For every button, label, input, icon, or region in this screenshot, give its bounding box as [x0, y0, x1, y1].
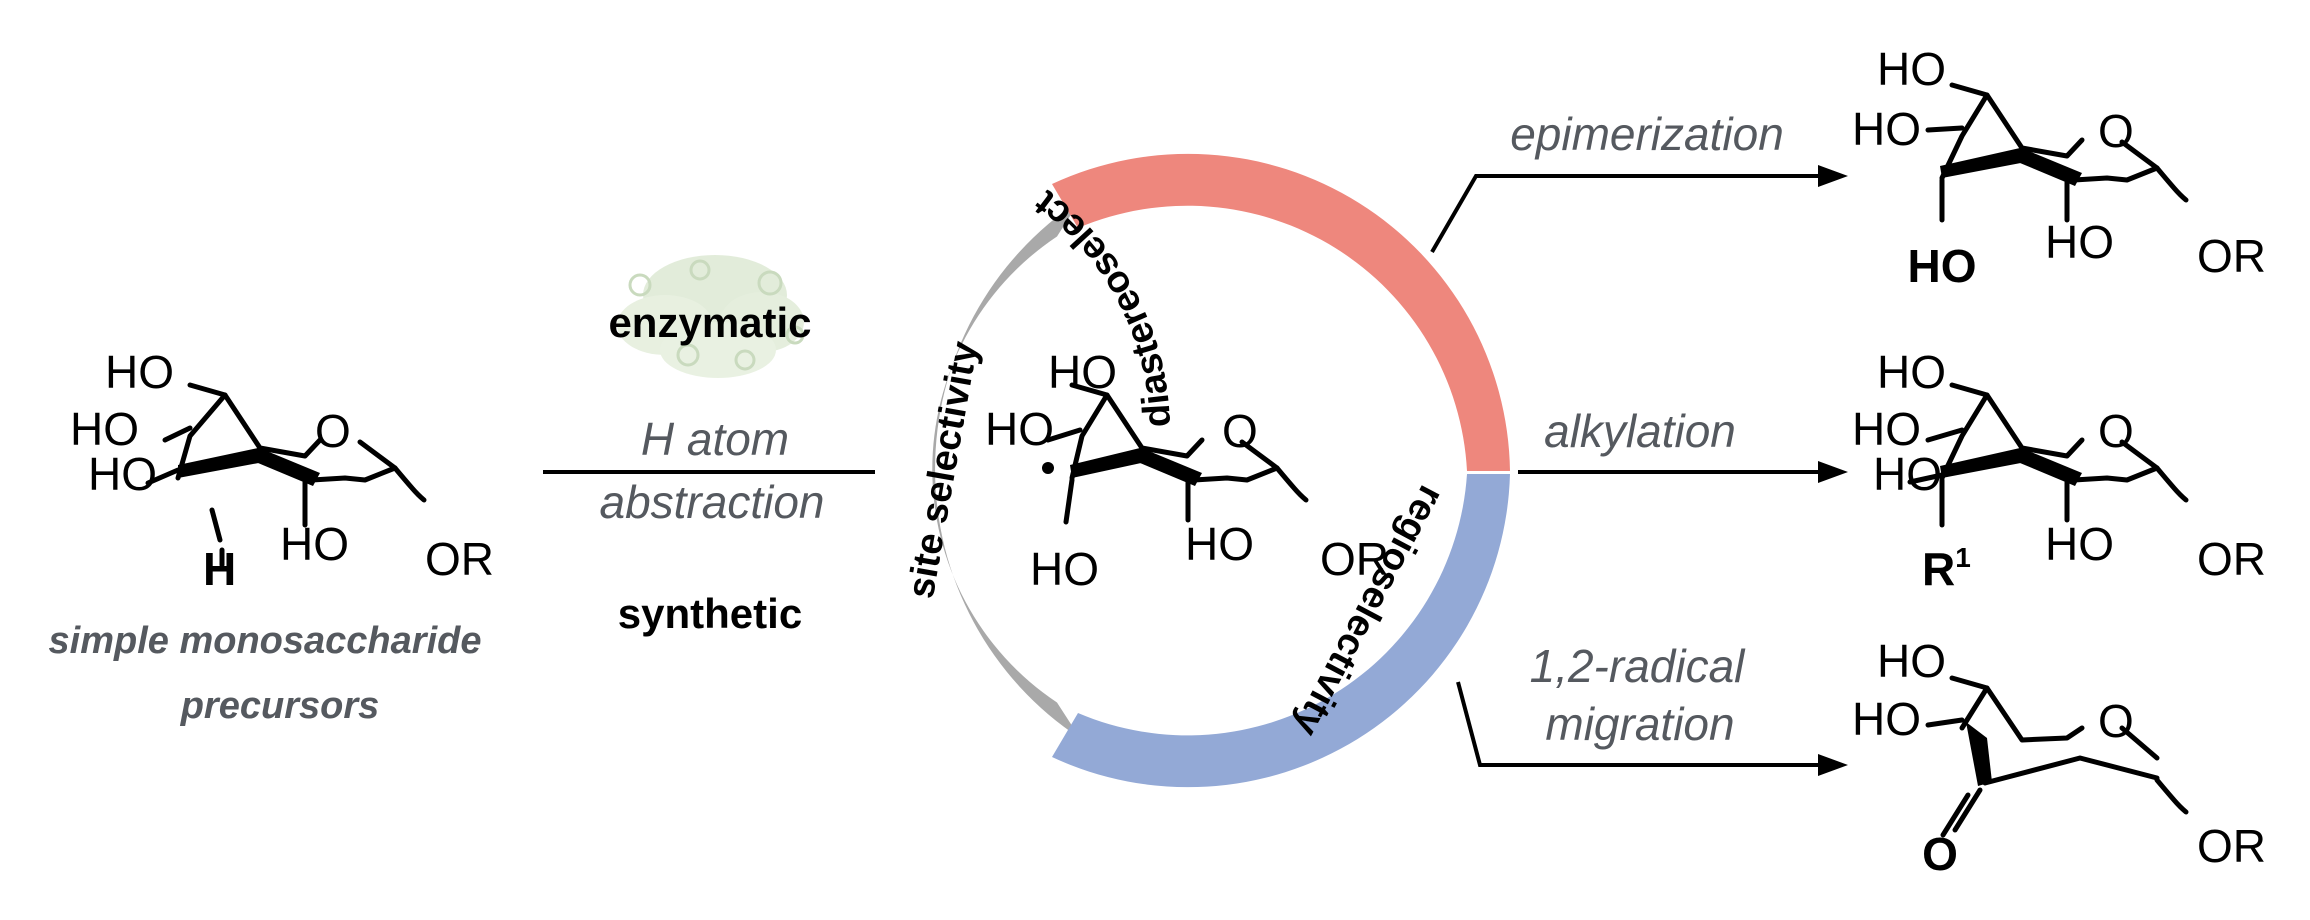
- left-ho-bottom: HO: [280, 518, 349, 570]
- ketone-ho-mid: HO: [1852, 693, 1921, 745]
- site-selectivity-label: site selectivity: [900, 338, 986, 601]
- synthetic-label: synthetic: [618, 590, 802, 637]
- left-ho-top: HO: [105, 346, 174, 398]
- caption-line-2: precursors: [180, 685, 380, 727]
- radical-dot: [1042, 462, 1054, 474]
- ketone-carbonyl-oxygen: O: [1922, 828, 1958, 880]
- alkyl-r-group: R1: [1922, 542, 1971, 595]
- outcome-arrows: [1430, 165, 1848, 776]
- left-ring-oxygen: O: [315, 405, 351, 457]
- left-hydrogen: H: [203, 543, 236, 595]
- alkylated-product: HO HO HO O R1 HO OR: [1852, 346, 2266, 595]
- left-or: OR: [425, 533, 494, 585]
- center-ho-mid: HO: [985, 403, 1054, 455]
- enzyme-illustration: [617, 255, 805, 378]
- caption-line-1: simple monosaccharide: [49, 620, 482, 662]
- regioselectivity-segment: [1052, 474, 1510, 788]
- epi-or: OR: [2197, 230, 2266, 282]
- left-ho-low: HO: [88, 448, 157, 500]
- ketone-ho-top: HO: [1877, 635, 1946, 687]
- diastereo-label: diastereoselectivity: [0, 0, 1179, 428]
- center-ho-top: HO: [1048, 346, 1117, 398]
- migration-label-line-2: migration: [1545, 698, 1734, 750]
- center-or: OR: [1320, 533, 1389, 585]
- ketone-ring-oxygen: O: [2098, 695, 2134, 747]
- alkyl-ring-oxygen: O: [2098, 405, 2134, 457]
- left-ho-mid: HO: [70, 403, 139, 455]
- center-radical: HO HO O HO HO OR: [985, 346, 1389, 595]
- alkylation-label: alkylation: [1544, 405, 1736, 457]
- alkyl-ho-low: HO: [1873, 448, 1942, 500]
- alkyl-or: OR: [2197, 533, 2266, 585]
- ketone-product: HO HO O O OR: [1852, 635, 2266, 880]
- starting-monosaccharide: HO HO HO O HO OR H: [70, 346, 494, 595]
- epi-ho-bottom: HO: [2045, 216, 2114, 268]
- enzymatic-label: enzymatic: [608, 299, 811, 346]
- epimer-product: HO HO O HO HO OR: [1852, 43, 2266, 292]
- epi-ho-top: HO: [1877, 43, 1946, 95]
- epi-ho-mid: HO: [1852, 103, 1921, 155]
- epimerization-label: epimerization: [1510, 108, 1784, 160]
- hat-label-line-2: abstraction: [599, 476, 824, 528]
- alkyl-ho-bottom: HO: [2045, 518, 2114, 570]
- center-ho-low: HO: [1185, 518, 1254, 570]
- epi-ring-oxygen: O: [2098, 105, 2134, 157]
- hat-label-line-1: H atom: [641, 413, 789, 465]
- ketone-or: OR: [2197, 820, 2266, 872]
- alkyl-ho-mid: HO: [1852, 403, 1921, 455]
- center-ring-oxygen: O: [1222, 405, 1258, 457]
- center-ho-bottom: HO: [1030, 543, 1099, 595]
- epi-blue-hydroxyl: HO: [1908, 240, 1977, 292]
- migration-label-line-1: 1,2-radical: [1530, 640, 1747, 692]
- alkyl-ho-top: HO: [1877, 346, 1946, 398]
- diastereoselectivity-segment: [1052, 153, 1510, 471]
